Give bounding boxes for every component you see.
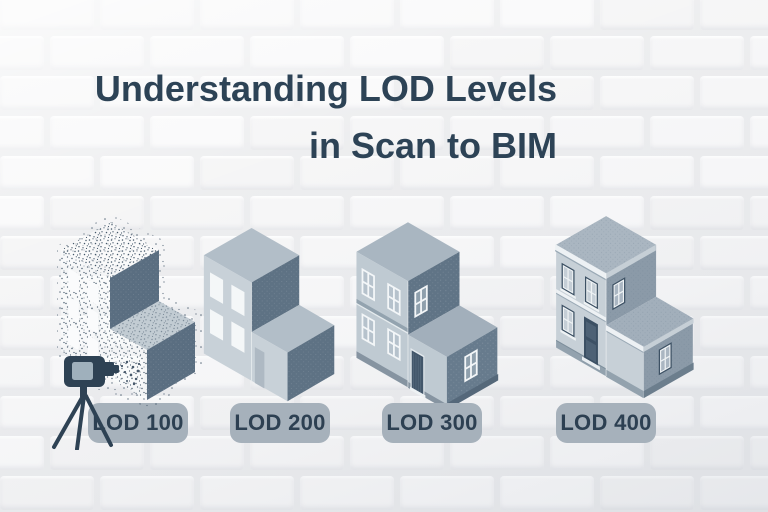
fully-detailed-building-icon — [555, 216, 694, 399]
detailed-building-icon — [356, 222, 499, 410]
lod-400-badge: LOD 400 — [556, 403, 656, 443]
door-opening — [254, 347, 265, 389]
scanner-lens — [113, 365, 119, 373]
laser-scanner-icon — [52, 356, 141, 450]
lod-300-illustration — [356, 222, 499, 410]
lod-200-badge: LOD 200 — [230, 403, 330, 443]
laser-spray-dots — [120, 360, 141, 386]
lod-400-illustration — [555, 216, 694, 399]
lod-300-badge: LOD 300 — [382, 403, 482, 443]
lod-200-illustration — [203, 227, 335, 402]
title-line-2: in Scan to BIM — [308, 125, 557, 166]
title-line-1: Understanding LOD Levels — [94, 68, 557, 109]
scanner-screen — [72, 362, 93, 380]
tripod-legs — [52, 394, 113, 450]
page-title: Understanding LOD Levels in Scan to BIM — [95, 60, 557, 174]
massing-building-icon — [203, 227, 335, 402]
